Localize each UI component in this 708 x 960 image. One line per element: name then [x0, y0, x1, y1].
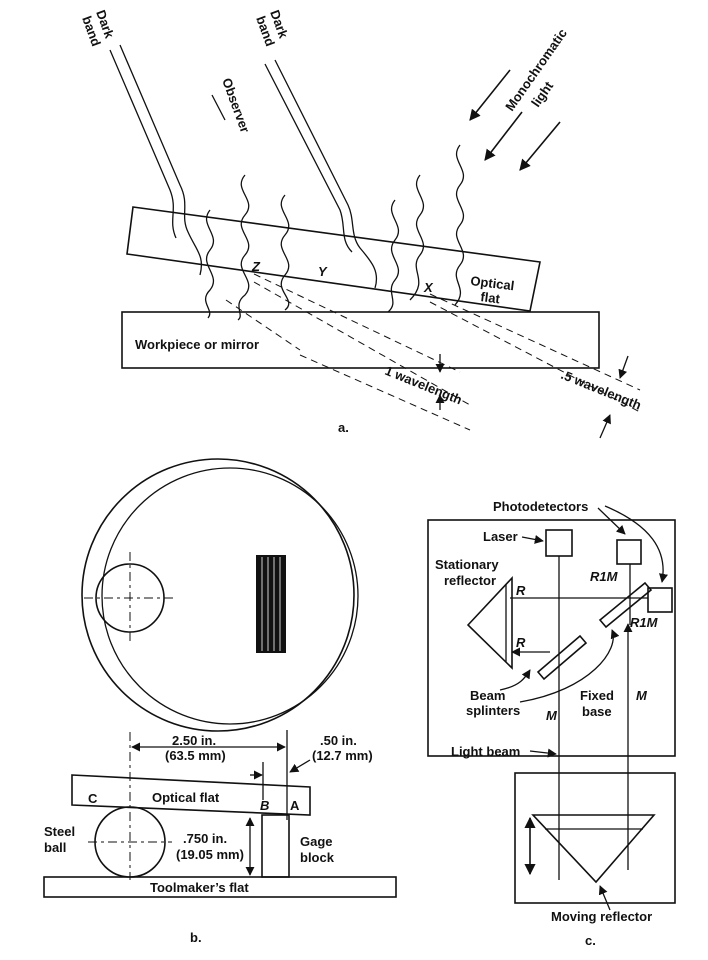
gage-label: Gage — [300, 834, 333, 849]
m-left-label: M — [546, 708, 558, 723]
flat-top-view-outer — [81, 458, 355, 732]
dim-250-label: 2.50 in. — [172, 733, 216, 748]
r-top-label: R — [516, 583, 526, 598]
moving-base-box — [514, 772, 676, 904]
beam-splitter-top — [598, 581, 653, 629]
ball-label: ball — [44, 840, 66, 855]
r1m-label-1: R1M — [590, 569, 619, 584]
point-a: A — [290, 798, 300, 813]
point-x: X — [423, 280, 434, 295]
ray-wave-1 — [237, 174, 250, 321]
splinters-label: splinters — [466, 703, 520, 718]
fringe-block — [256, 555, 286, 653]
mono-arrow-2 — [484, 111, 523, 161]
ray-wave-4 — [454, 144, 465, 306]
dark-band-line-2 — [274, 59, 378, 289]
optical-flat-label-2: flat — [480, 289, 502, 306]
photodetector-1 — [616, 539, 642, 565]
dark-band-line-1b — [109, 49, 177, 239]
point-y: Y — [318, 264, 328, 279]
stationary-reflector — [466, 575, 513, 670]
panel-b: 2.50 in. (63.5 mm) .50 in. (12.7 mm) C O… — [43, 458, 397, 945]
reflector-label: reflector — [444, 573, 496, 588]
caption-b: b. — [190, 930, 202, 945]
dim-0750-label: .750 in. — [183, 831, 227, 846]
mono-arrow-1 — [469, 69, 511, 121]
steel-label: Steel — [44, 824, 75, 839]
dark-band-line-1 — [119, 44, 203, 276]
laser-box — [545, 529, 573, 557]
splitter-arrow-2 — [519, 629, 620, 703]
fixed-label: Fixed — [580, 688, 614, 703]
r-bottom-label: R — [516, 635, 526, 650]
ray-wave-3 — [204, 209, 215, 319]
splitter-arrow-1 — [499, 669, 531, 691]
light-beam-pointer — [529, 748, 557, 758]
optical-flat-label-1: Optical — [470, 273, 516, 293]
point-c: C — [88, 791, 98, 806]
photodetector-arrow-1 — [597, 507, 626, 535]
point-b: B — [260, 798, 269, 813]
dim-0750-mm-label: (19.05 mm) — [176, 847, 244, 862]
stationary-label: Stationary — [435, 557, 499, 572]
toolmakers-flat-label: Toolmaker’s flat — [150, 880, 249, 895]
dash-line-6 — [299, 354, 471, 431]
base-label: base — [582, 704, 612, 719]
panel-c: Photodetectors Laser Stationary reflecto… — [427, 499, 676, 948]
r1m-label-2: R1M — [630, 615, 659, 630]
dash-line-4 — [429, 293, 641, 391]
dim-050-label: .50 in. — [320, 733, 357, 748]
panel-a: Workpiece or mirror Optical flat Z Y X 1… — [79, 8, 644, 439]
laser-label: Laser — [483, 529, 518, 544]
optical-flat-side — [71, 774, 311, 816]
moving-reflector-label: Moving reflector — [551, 909, 652, 924]
ray-wave-2 — [280, 194, 290, 311]
flat-top-view-inner — [101, 467, 359, 725]
observer-tick — [211, 94, 226, 121]
half-wavelength-label: .5 wavelength — [559, 367, 644, 413]
half-wavelength-arrow-top — [618, 355, 629, 379]
half-wavelength-arrow-bottom — [599, 414, 611, 439]
optical-flat-b-label: Optical flat — [152, 790, 220, 805]
beam-splitter-bottom — [536, 634, 588, 681]
observer-label: Observer — [219, 76, 253, 135]
photodetector-2 — [647, 587, 673, 613]
ray-wave-5 — [409, 174, 425, 301]
optical-flat-a — [126, 206, 541, 312]
ray-wave-6 — [387, 199, 400, 313]
one-wavelength-label: 1 wavelength — [383, 363, 464, 408]
block-label: block — [300, 850, 335, 865]
dash-line-3 — [225, 299, 301, 351]
dim-050-mm-label: (12.7 mm) — [312, 748, 373, 763]
dash-line-2 — [253, 281, 471, 406]
light-beam-label: Light beam — [451, 744, 520, 759]
dash-line-5 — [429, 301, 641, 413]
point-z: Z — [251, 259, 261, 274]
dim-250-mm-label: (63.5 mm) — [165, 748, 226, 763]
laser-pointer — [521, 534, 544, 544]
photodetectors-label: Photodetectors — [493, 499, 588, 514]
mono-arrow-3 — [519, 121, 561, 171]
dark-band-line-2b — [264, 63, 353, 253]
workpiece-label: Workpiece or mirror — [135, 337, 259, 352]
workpiece-block — [121, 311, 600, 369]
moving-reflector — [531, 814, 656, 884]
photodetector-arrow-2 — [604, 505, 668, 583]
dim-050-right-arrow — [289, 759, 311, 773]
beam-label: Beam — [470, 688, 505, 703]
caption-c: c. — [585, 933, 596, 948]
toolmakers-flat — [43, 876, 397, 898]
gage-block — [261, 814, 290, 878]
m-right-label: M — [636, 688, 648, 703]
moving-reflector-pointer — [598, 885, 611, 911]
caption-a: a. — [338, 420, 349, 435]
dash-line-1 — [253, 273, 461, 373]
